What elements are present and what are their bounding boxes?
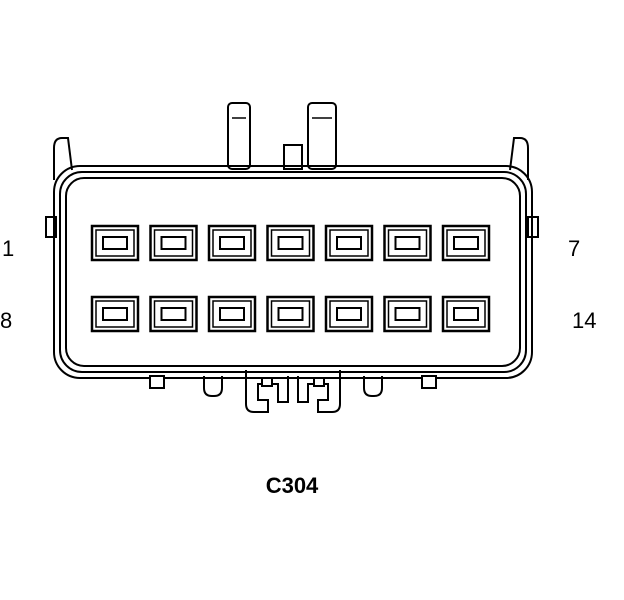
pin-cavity-1: [90, 224, 140, 262]
bottom-features: [149, 375, 437, 397]
pin-cavity-12: [324, 295, 374, 333]
pin-cavity-4: [266, 224, 315, 262]
connector-name: C304: [266, 473, 319, 498]
pin-cavity-14: [441, 295, 491, 333]
pin-label-bottom-left: 8: [0, 308, 12, 333]
pin-label-top-right: 7: [568, 236, 580, 261]
pin-cavity-6: [383, 224, 432, 262]
bottom-lock-clip: [245, 370, 341, 413]
pin-cavity-10: [207, 295, 257, 333]
pin-cavity-2: [149, 224, 198, 262]
top-latch: [227, 102, 337, 170]
pin-cavity-7: [441, 224, 491, 262]
connector-housing: [53, 165, 533, 379]
pin-label-top-left: 1: [2, 236, 14, 261]
pin-cavity-13: [383, 295, 432, 333]
pin-cavity-11: [266, 295, 315, 333]
pin-cavity-9: [149, 295, 198, 333]
pin-cavity-5: [324, 224, 374, 262]
pin-cavities: [90, 224, 491, 333]
pin-cavity-3: [207, 224, 257, 262]
pin-cavity-8: [90, 295, 140, 333]
pin-label-bottom-right: 14: [572, 308, 596, 333]
